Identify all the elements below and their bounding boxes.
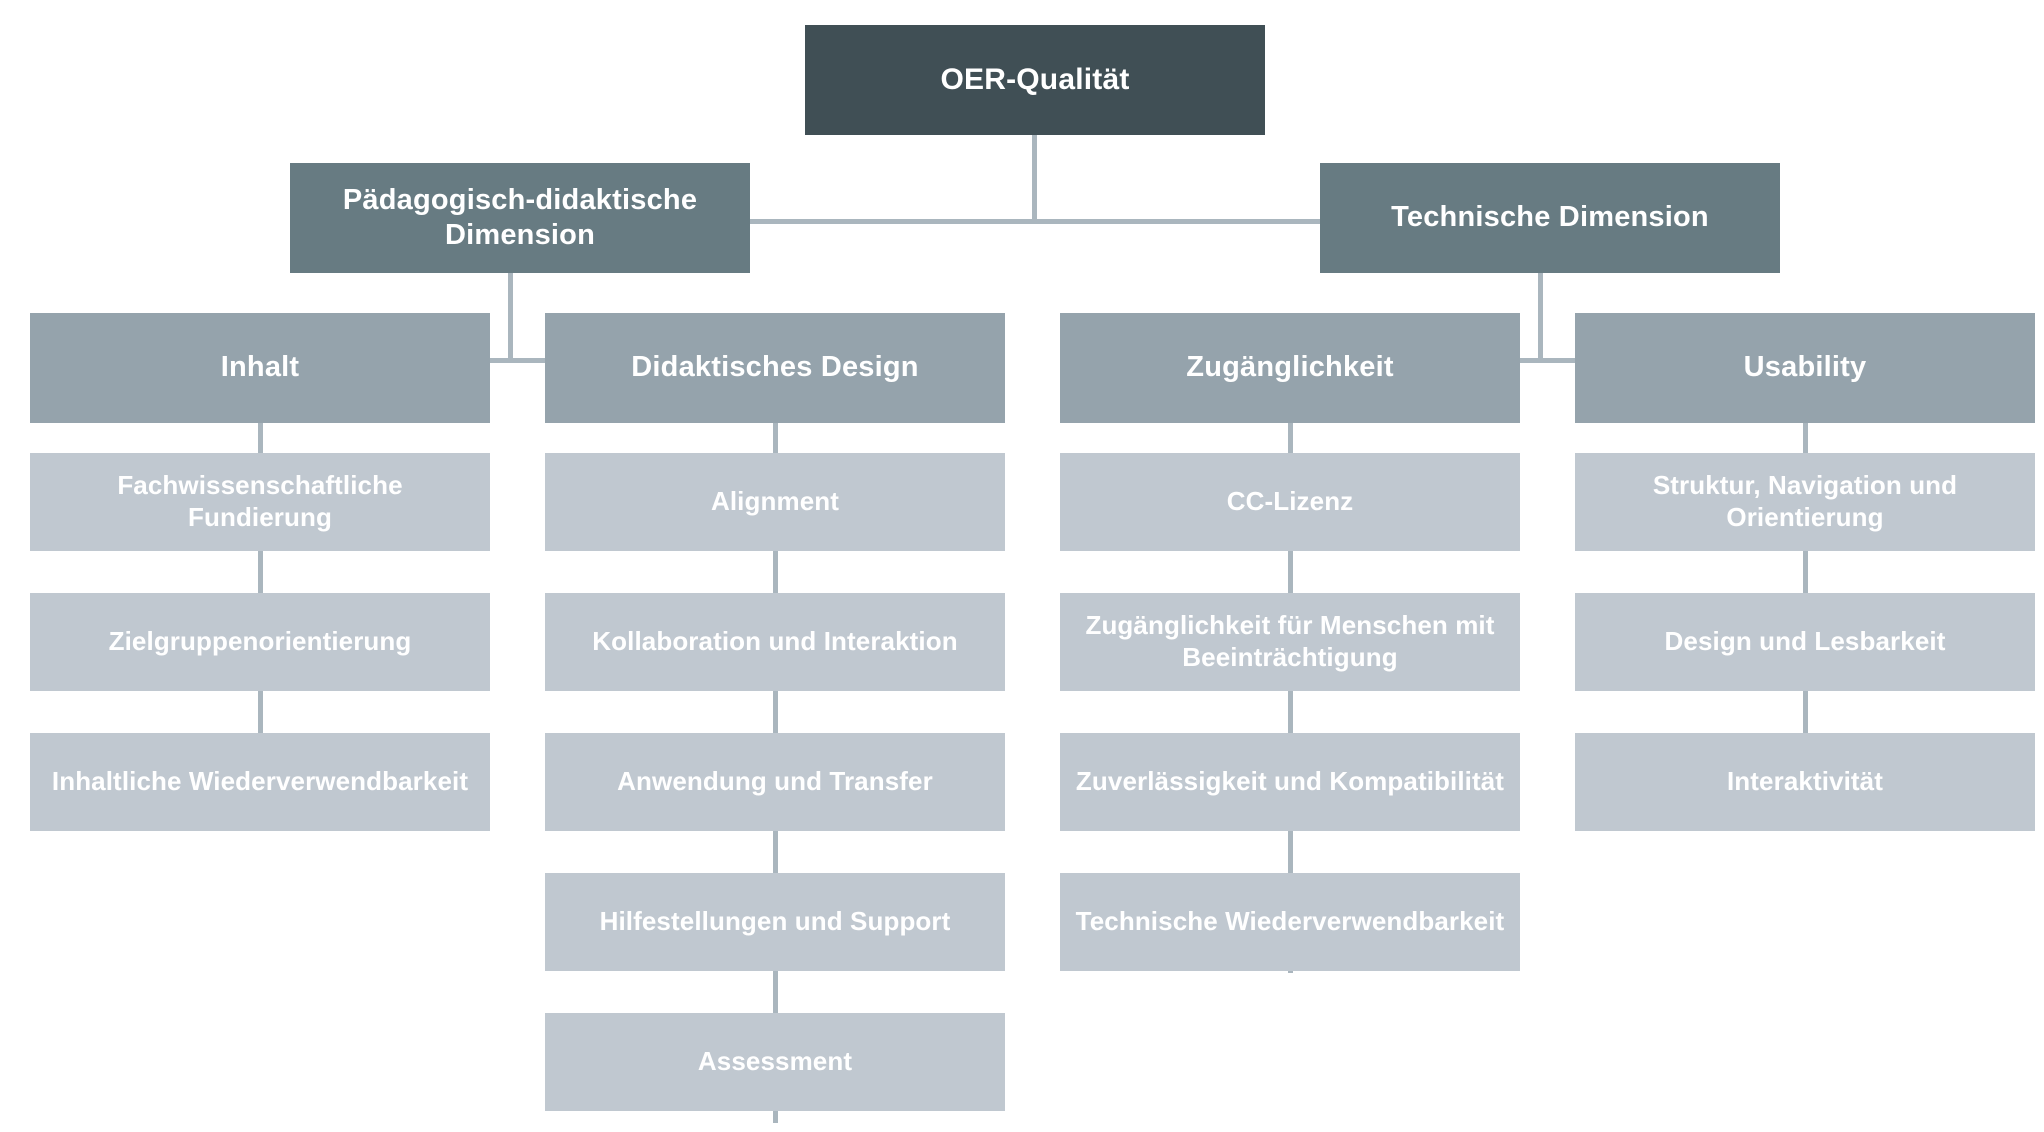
node-leaf-alignment[interactable]: Alignment: [545, 453, 1005, 551]
node-category-usability[interactable]: Usability: [1575, 313, 2035, 423]
node-leaf-fachwissenschaftliche-fundierung[interactable]: Fachwissenschaftliche Fundierung: [30, 453, 490, 551]
node-leaf-hilfestellungen-und-support[interactable]: Hilfestellungen und Support: [545, 873, 1005, 971]
node-leaf-kollaboration-und-interaktion[interactable]: Kollaboration und Interaktion: [545, 593, 1005, 691]
node-leaf-inhaltliche-wiederverwendbarkeit[interactable]: Inhaltliche Wiederverwendbarkeit: [30, 733, 490, 831]
node-leaf-zugaenglichkeit-fuer-menschen-mit-beeintraechtigung[interactable]: Zugänglichkeit für Menschen mit Beeinträ…: [1060, 593, 1520, 691]
connector-dimension-bus: [750, 219, 1320, 224]
node-leaf-technische-wiederverwendbarkeit[interactable]: Technische Wiederverwendbarkeit: [1060, 873, 1520, 971]
connector-root-down: [1032, 135, 1037, 223]
connector-category-bus-right: [1520, 358, 1580, 363]
connector-dimension-1-down: [508, 273, 513, 363]
node-category-inhalt[interactable]: Inhalt: [30, 313, 490, 423]
node-leaf-anwendung-und-transfer[interactable]: Anwendung und Transfer: [545, 733, 1005, 831]
connector-category-bus-left: [490, 358, 550, 363]
node-dimension-technische[interactable]: Technische Dimension: [1320, 163, 1780, 273]
node-category-didaktisches-design[interactable]: Didaktisches Design: [545, 313, 1005, 423]
node-leaf-cc-lizenz[interactable]: CC-Lizenz: [1060, 453, 1520, 551]
node-category-zugaenglichkeit[interactable]: Zugänglichkeit: [1060, 313, 1520, 423]
node-leaf-zuverlaessigkeit-und-kompatibilitaet[interactable]: Zuverlässigkeit und Kompatibilität: [1060, 733, 1520, 831]
node-dimension-paedagogisch-didaktische[interactable]: Pädagogisch-didaktische Dimension: [290, 163, 750, 273]
connector-dimension-2-down: [1538, 273, 1543, 363]
node-leaf-zielgruppenorientierung[interactable]: Zielgruppenorientierung: [30, 593, 490, 691]
node-leaf-interaktivitaet[interactable]: Interaktivität: [1575, 733, 2035, 831]
node-leaf-assessment[interactable]: Assessment: [545, 1013, 1005, 1111]
node-leaf-design-und-lesbarkeit[interactable]: Design und Lesbarkeit: [1575, 593, 2035, 691]
connector-spine-zugaenglichkeit: [1288, 423, 1293, 973]
node-leaf-struktur-navigation-und-orientierung[interactable]: Struktur, Navigation und Orientierung: [1575, 453, 2035, 551]
node-root-oer-qualitaet[interactable]: OER-Qualität: [805, 25, 1265, 135]
